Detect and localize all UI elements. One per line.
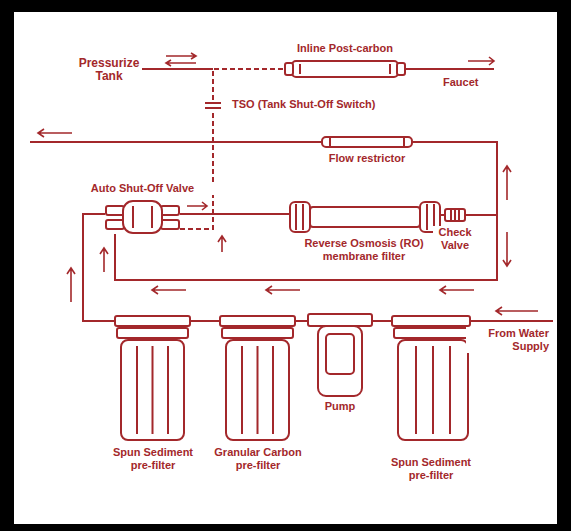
pipe-connector bbox=[440, 214, 445, 216]
flow-arrow bbox=[218, 236, 226, 252]
pipe-connector bbox=[295, 320, 308, 322]
flow-arrow bbox=[187, 202, 207, 210]
ro-membrane-cap bbox=[290, 202, 310, 232]
flow-arrows bbox=[38, 53, 538, 315]
valve-port bbox=[106, 220, 124, 229]
pump-head bbox=[308, 314, 372, 326]
pipe bbox=[405, 68, 494, 70]
component-label: Flow restrictor bbox=[292, 152, 442, 165]
pipe-connector bbox=[180, 213, 290, 215]
component: Auto Shut-Off Valve bbox=[105, 200, 180, 234]
tso-switch-symbol bbox=[205, 103, 221, 108]
components bbox=[106, 61, 470, 440]
pump-detail bbox=[326, 334, 354, 374]
pipe-connector bbox=[372, 320, 392, 322]
flow-arrow bbox=[38, 129, 72, 137]
flow-arrow bbox=[496, 307, 538, 315]
pipe-connector bbox=[83, 214, 115, 321]
frame-inner bbox=[14, 12, 557, 524]
component: TSO (Tank Shut-Off Switch) bbox=[205, 100, 221, 110]
flow-arrow bbox=[468, 57, 494, 65]
flow-arrow bbox=[503, 232, 511, 266]
post-carbon-cap bbox=[397, 63, 405, 75]
check-valve-rib bbox=[451, 210, 459, 220]
check-valve-body bbox=[445, 209, 465, 221]
pipe bbox=[30, 141, 322, 143]
component-label: Pump bbox=[290, 400, 390, 413]
flow-arrow bbox=[100, 248, 108, 272]
valve-port bbox=[106, 206, 124, 215]
filter-rib bbox=[416, 346, 450, 434]
flow-arrow bbox=[440, 286, 474, 294]
valve-detail bbox=[133, 206, 152, 228]
component-label: Spun Sediment pre-filter bbox=[381, 456, 481, 482]
post-carbon-band bbox=[300, 64, 390, 74]
filter-housing bbox=[398, 340, 468, 440]
component-label: Reverse Osmosis (RO) membrane filter bbox=[295, 237, 433, 263]
pipe bbox=[470, 320, 553, 322]
filter-housing bbox=[226, 340, 289, 440]
ro-membrane-tube bbox=[310, 207, 420, 227]
pipe-connector bbox=[190, 320, 220, 322]
flow-restrictor-band bbox=[330, 138, 404, 146]
flow-restrictor-body bbox=[322, 137, 412, 147]
filter-head bbox=[392, 316, 470, 326]
ro-cap-rib bbox=[296, 204, 434, 230]
flow-arrow bbox=[152, 286, 186, 294]
valve-port bbox=[161, 220, 179, 229]
pipe-connector bbox=[115, 215, 497, 280]
filter-head bbox=[220, 316, 295, 326]
filter-flange bbox=[117, 328, 188, 338]
component-label: Inline Post-carbon bbox=[255, 42, 435, 55]
component: Flow restrictor bbox=[322, 136, 412, 148]
flow-arrow bbox=[266, 286, 300, 294]
filter-rib bbox=[242, 346, 273, 434]
component: Reverse Osmosis (RO) membrane filter bbox=[290, 202, 440, 232]
component: Spun Sediment pre-filter bbox=[392, 316, 470, 440]
filter-head bbox=[115, 316, 190, 326]
component: Spun Sediment pre-filter bbox=[115, 316, 190, 440]
component-label: TSO (Tank Shut-Off Switch) bbox=[231, 98, 376, 111]
pump-body bbox=[318, 326, 362, 396]
component-label: Granular Carbon pre-filter bbox=[208, 446, 308, 472]
post-carbon-cap bbox=[285, 63, 293, 75]
valve-body bbox=[123, 201, 162, 233]
flow-arrow bbox=[166, 60, 196, 66]
component: Granular Carbon pre-filter bbox=[220, 316, 295, 440]
post-carbon-body bbox=[292, 61, 398, 77]
pipe-connector bbox=[213, 69, 285, 100]
component-label: Spun Sediment pre-filter bbox=[103, 446, 203, 472]
flow-arrow bbox=[166, 53, 196, 59]
valve-port bbox=[161, 206, 179, 215]
pipes bbox=[30, 69, 553, 321]
filter-flange bbox=[222, 328, 293, 338]
pipe-end-label: Pressurize Tank bbox=[76, 57, 142, 83]
pipe-connector bbox=[180, 110, 213, 229]
flow-arrow bbox=[503, 166, 511, 200]
filter-housing bbox=[121, 340, 184, 440]
pipe-end-label: Faucet bbox=[442, 76, 479, 89]
filter-flange bbox=[394, 328, 468, 338]
flow-arrow bbox=[67, 268, 75, 302]
component: Check Valve bbox=[445, 208, 465, 222]
pipe bbox=[142, 68, 213, 70]
component-label: Auto Shut-Off Valve bbox=[65, 182, 220, 195]
component-label: Check Valve bbox=[433, 226, 477, 252]
pipe-end-label: From Water Supply bbox=[466, 327, 550, 353]
component: Pump bbox=[308, 312, 372, 396]
filter-rib bbox=[137, 346, 168, 434]
component: Inline Post-carbon bbox=[285, 60, 405, 78]
